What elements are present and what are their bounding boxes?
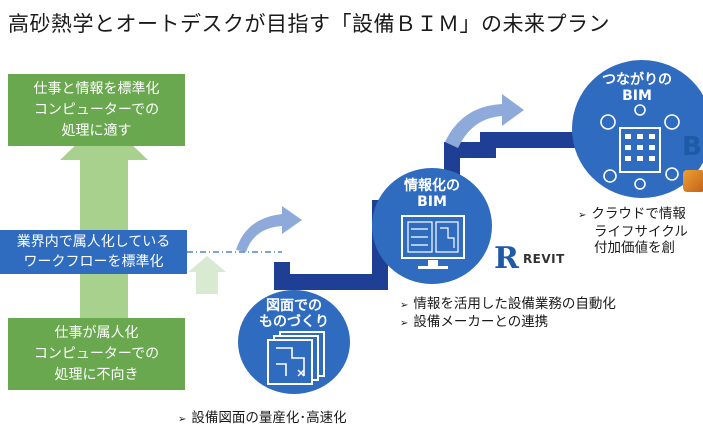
cloud-logo-b-icon: B <box>682 132 702 162</box>
title-line: つながりの <box>602 72 672 88</box>
revit-logo: R REVIT <box>494 244 565 274</box>
box-line: ワークフローを標準化 <box>23 254 164 270</box>
box-line: 業界内で属人化している <box>16 234 171 250</box>
up-arrow-large <box>60 118 148 318</box>
stage1-title: 図面での ものづくり <box>238 298 350 330</box>
bullet-text: 設備図面の量産化･高速化 <box>191 410 347 426</box>
stage1-circle: 図面での ものづくり <box>238 290 350 394</box>
title-line: 情報化の <box>404 178 460 194</box>
curved-arrow-1 <box>236 206 302 252</box>
bullet-item: ライフサイクル <box>578 224 688 240</box>
standardized-work-box: 仕事と情報を標準化 コンピューターでの 処理に適す <box>8 74 185 146</box>
stage3-circle: つながりの BIM <box>572 60 703 198</box>
stage2-title: 情報化の BIM <box>372 178 492 210</box>
revit-logo-text: REVIT <box>522 252 565 266</box>
personalized-work-box: 仕事が属人化 コンピューターでの 処理に不向き <box>8 318 185 390</box>
bullet-text: 付加価値を創 <box>594 240 675 256</box>
box-line: 仕事が属人化 <box>54 324 139 341</box>
revit-r-icon: R <box>494 241 519 276</box>
drawings-icon <box>267 331 325 385</box>
monitor-icon <box>401 215 465 269</box>
title-line: 図面での <box>266 298 322 314</box>
stage2-circle: 情報化の BIM <box>372 168 492 284</box>
bullet-text: 情報を活用した設備業務の自動化 <box>413 296 616 312</box>
bullet-item: ➢ 設備メーカーとの連携 <box>400 314 616 332</box>
workflow-standardization-box: 業界内で属人化している ワークフローを標準化 <box>0 230 187 274</box>
box-line: コンピューターでの <box>33 345 160 362</box>
bullet-text: ライフサイクル <box>594 224 688 240</box>
box-line: 仕事と情報を標準化 <box>33 80 160 97</box>
curved-arrow-2 <box>445 94 524 148</box>
stage1-bullet: ➢ 設備図面の量産化･高速化 <box>178 410 347 428</box>
stage3-bullets: ➢ クラウドで情報 ライフサイクル 付加価値を創 <box>578 206 688 256</box>
page-title: 高砂熱学とオートデスクが目指す「設備ＢＩＭ」の未来プラン <box>8 12 610 36</box>
bullet-text: クラウドで情報 <box>591 206 686 222</box>
bullet-arrow-icon: ➢ <box>400 300 409 311</box>
box-line: 処理に適す <box>61 122 132 139</box>
cloud-logo: B <box>682 132 702 162</box>
bullet-arrow-icon: ➢ <box>578 210 587 221</box>
connected-building-icon <box>600 104 680 190</box>
title-line: BIM <box>417 194 447 210</box>
bullet-arrow-icon: ➢ <box>400 318 409 329</box>
stacked-logo-icon <box>683 170 703 192</box>
bullet-item: ➢ クラウドで情報 <box>578 206 688 224</box>
box-line: コンピューターでの <box>33 101 160 118</box>
bullet-item: ➢ 情報を活用した設備業務の自動化 <box>400 296 616 314</box>
bullet-item: 付加価値を創 <box>578 240 688 256</box>
stage2-bullets: ➢ 情報を活用した設備業務の自動化 ➢ 設備メーカーとの連携 <box>400 296 616 332</box>
title-line: ものづくり <box>259 314 329 330</box>
bullet-text: 設備メーカーとの連携 <box>413 314 549 330</box>
box-line: 処理に不向き <box>54 366 139 383</box>
stage3-title: つながりの BIM <box>572 72 702 104</box>
up-arrow-small <box>188 256 226 294</box>
bullet-arrow-icon: ➢ <box>178 414 187 425</box>
title-line: BIM <box>622 88 652 104</box>
